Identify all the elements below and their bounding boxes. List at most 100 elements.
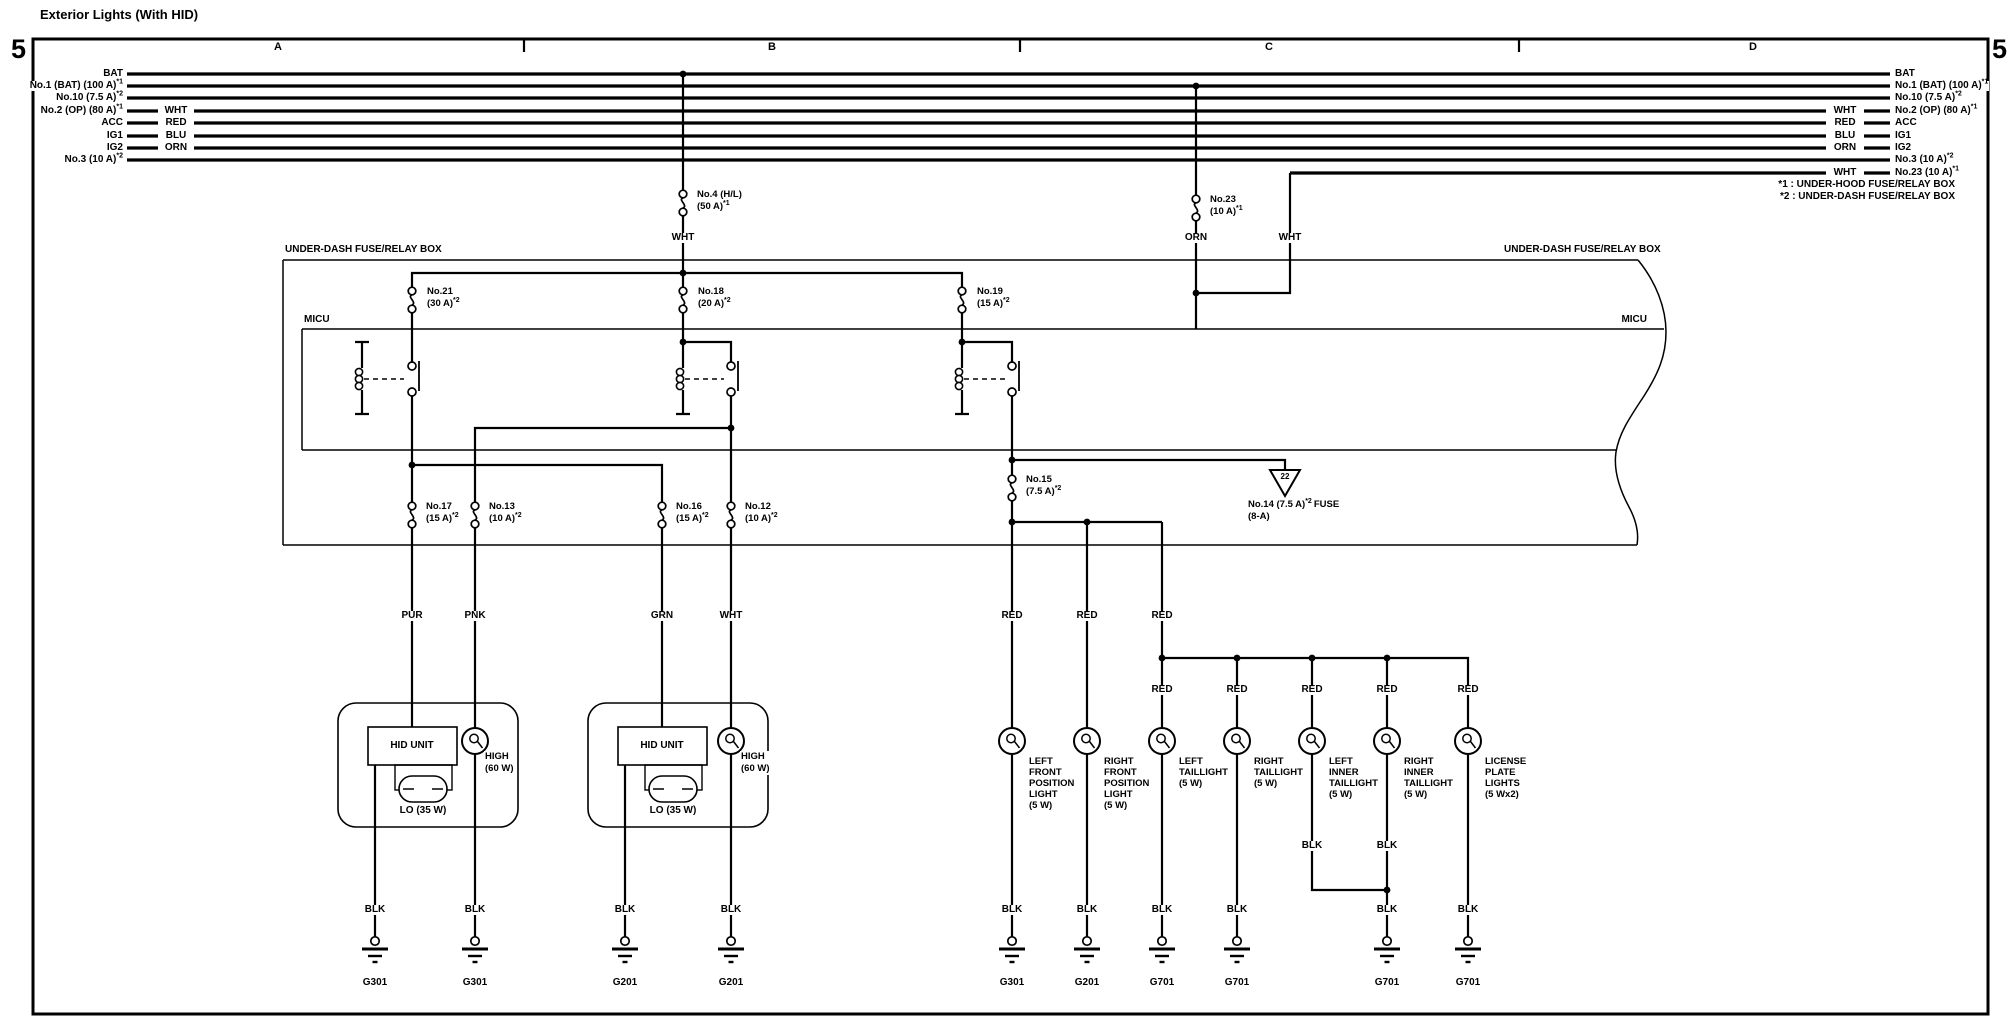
bus-right-acc: ACC [1894,117,1918,128]
wire-red-2: RED [1075,610,1099,621]
hid-unit-left-label: HID UNIT [389,740,435,751]
fuse-no13-label: No.13(10 A)*2 [488,501,523,525]
wire-pur: PUR [400,610,424,621]
bus-right-color-red: RED [1833,117,1857,128]
micu-box [301,328,1664,451]
bus-left-color-wht: WHT [163,105,189,116]
wire-blk-5: BLK [1000,904,1024,915]
wire-red-3: RED [1150,610,1174,621]
bus-right-no23: No.23 (10 A)*1 [1894,165,1961,178]
wire-grn: GRN [649,610,675,621]
no14-fuse-triangle [1268,469,1302,499]
bus-left-no10: No.10 (7.5 A)*2 [55,90,124,103]
footnote-1: *1 : UNDER-HOOD FUSE/RELAY BOX [1777,179,1956,190]
fuse-no4-symbol [678,189,688,217]
relay-contact-terminals [407,361,1017,397]
license-plate-bulb [1454,727,1482,755]
fuse-no13-symbol [470,501,480,529]
fuse-no17-label: No.17(15 A)*2 [425,501,460,525]
power-bus-lines [127,72,1890,175]
bus-left-no2: No.2 (OP) (80 A)*1 [39,103,124,116]
bus-right-bat: BAT [1894,68,1916,79]
light-label-left-front-position: LEFT FRONT POSITION LIGHT (5 W) [1029,756,1075,811]
wire-blk-8: BLK [1225,904,1249,915]
bus-right-color-orn: ORN [1832,142,1858,153]
left-inner-taillight-bulb [1298,727,1326,755]
right-front-position-bulb [1073,727,1101,755]
wire-wht-no23: WHT [1277,232,1303,243]
wire-blk-11: BLK [1375,904,1399,915]
wire-red-6: RED [1300,684,1324,695]
wire-blk-12: BLK [1456,904,1480,915]
bus-right-no2: No.2 (OP) (80 A)*1 [1894,103,1979,116]
light-label-right-taillight: RIGHT TAILLIGHT (5 W) [1254,756,1303,789]
left-taillight-bulb [1148,727,1176,755]
lo-beam-left-label: LO (35 W) [398,805,448,816]
ground-symbols [360,935,1483,964]
relay-coils [354,367,964,391]
junction-dots [408,70,1391,894]
wire-wht-high: WHT [718,610,744,621]
bus-left-ig1: IG1 [105,130,124,141]
fuse-no15-label: No.15(7.5 A)*2 [1025,474,1063,498]
page-number-right: 5 [1992,34,2008,64]
relay-contact-blades [418,361,1020,391]
wire-blk-6: BLK [1075,904,1099,915]
bus-left-color-blu: BLU [164,130,188,141]
bus-right-color-wht2: WHT [1832,167,1858,178]
wire-pnk: PNK [463,610,487,621]
left-headlight-assembly [337,702,519,828]
right-inner-taillight-bulb [1373,727,1401,755]
underdash-box-label-left: UNDER-DASH FUSE/RELAY BOX [284,244,443,255]
fuse-no19-symbol [957,286,967,314]
wire-blk-4: BLK [719,904,743,915]
ground-g201-1: G201 [611,977,639,988]
light-label-right-front-position: RIGHT FRONT POSITION LIGHT (5 W) [1104,756,1150,811]
fuse-no4-label: No.4 (H/L)(50 A)*1 [696,189,743,213]
ground-g701-3: G701 [1373,977,1401,988]
bus-left-color-orn: ORN [163,142,189,153]
column-b: B [767,41,777,53]
bus-left-color-red: RED [164,117,188,128]
wire-red-5: RED [1225,684,1249,695]
fuse-no21-label: No.21(30 A)*2 [426,286,461,310]
wire-orn-no23: ORN [1183,232,1209,243]
underdash-box-label-right: UNDER-DASH FUSE/RELAY BOX [1503,244,1662,255]
bulb-symbols [461,727,1482,755]
lo-beam-right-label: LO (35 W) [648,805,698,816]
wire-blk-2: BLK [463,904,487,915]
bus-right-color-blu: BLU [1833,130,1857,141]
light-label-right-inner-taillight: RIGHT INNER TAILLIGHT (5 W) [1404,756,1453,800]
wire-wht-no4: WHT [670,232,696,243]
ground-g301-3: G301 [998,977,1026,988]
wire-blk-1: BLK [363,904,387,915]
ground-g201-2: G201 [717,977,745,988]
ground-g701-2: G701 [1223,977,1251,988]
bus-right-ig1: IG1 [1894,130,1913,141]
light-label-license-plate: LICENSE PLATE LIGHTS (5 Wx2) [1485,756,1527,800]
fuse-no23-label: No.23(10 A)*1 [1209,194,1244,218]
fuse-no17-symbol [407,501,417,529]
page-border [31,37,1990,1016]
bus-left-bat: BAT [102,68,124,79]
fuse-no23-symbol [1191,194,1201,222]
ground-g301-2: G301 [461,977,489,988]
no14-page-ref: 22 [1280,472,1290,481]
bus-left-ig2: IG2 [105,142,124,153]
underdash-box [282,259,1667,546]
wire-blk-9: BLK [1300,840,1324,851]
hid-unit-right-label: HID UNIT [639,740,685,751]
wire-red-7: RED [1375,684,1399,695]
bus-right-color-wht: WHT [1832,105,1858,116]
wire-red-1: RED [1000,610,1024,621]
fuse-no15-symbol [1007,474,1017,502]
fuse-no12-symbol [726,501,736,529]
wire-red-8: RED [1456,684,1480,695]
bus-right-no3: No.3 (10 A)*2 [1894,152,1955,165]
left-front-position-bulb [998,727,1026,755]
column-a: A [273,41,283,53]
wire-blk-7: BLK [1150,904,1174,915]
